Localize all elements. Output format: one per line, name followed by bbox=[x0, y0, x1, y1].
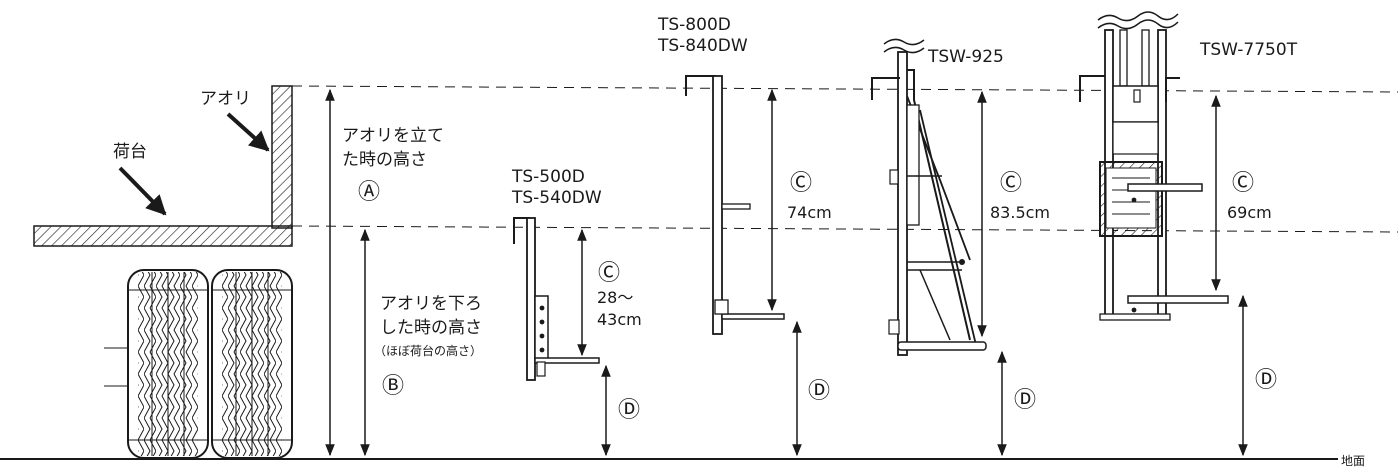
model-name-line2: TS-840DW bbox=[657, 36, 748, 56]
ground-label: 地面 bbox=[1341, 454, 1365, 468]
c-value-line1: 69cm bbox=[1227, 203, 1272, 222]
model-name-line1: TS-500D bbox=[511, 167, 585, 187]
marker-c: Ⓒ bbox=[790, 171, 812, 196]
marker-c: Ⓒ bbox=[1232, 171, 1254, 196]
marker-b: Ⓑ bbox=[382, 374, 404, 399]
product-tsw-7750t: TSW-7750T Ⓒ 69cm bbox=[1079, 11, 1298, 457]
tailgate bbox=[271, 85, 293, 229]
model-name-line2: TS-540DW bbox=[511, 188, 602, 208]
c-value-line1: 28～ bbox=[597, 288, 633, 307]
aori-up-label-line2: た時の高さ bbox=[342, 150, 427, 170]
product-ts-500d: TS-500D TS-540DW Ⓒ 28～ 43cm Ⓓ bbox=[511, 167, 642, 457]
aori-down-label-line1: アオリを下ろ bbox=[380, 294, 482, 314]
carrier-illustration bbox=[871, 38, 987, 356]
marker-d: Ⓓ bbox=[808, 379, 830, 404]
c-value-line1: 74cm bbox=[787, 203, 832, 222]
model-name-line1: TSW-925 bbox=[927, 47, 1004, 67]
c-value-line2: 43cm bbox=[597, 310, 642, 329]
marker-a: Ⓐ bbox=[358, 180, 380, 205]
nidai-label: 荷台 bbox=[113, 142, 147, 162]
nidai-pointer-arrow bbox=[118, 166, 167, 216]
c-value-line1: 83.5cm bbox=[990, 203, 1050, 222]
tire-right bbox=[211, 269, 293, 459]
carrier-illustration bbox=[685, 75, 785, 335]
truck-bed bbox=[33, 225, 293, 247]
carrier-illustration bbox=[1079, 11, 1229, 321]
aori-down-note: （ほぼ荷台の高さ） bbox=[374, 343, 482, 358]
marker-d: Ⓓ bbox=[1255, 368, 1277, 393]
model-name-line1: TSW-7750T bbox=[1199, 40, 1298, 60]
aori-pointer-arrow bbox=[226, 112, 270, 152]
marker-d: Ⓓ bbox=[618, 398, 640, 423]
aori-down-label-line2: した時の高さ bbox=[380, 318, 482, 338]
bed-height-reference-line bbox=[291, 225, 1398, 233]
aori-up-reference-line bbox=[291, 85, 1398, 93]
carrier-illustration bbox=[513, 217, 600, 381]
model-name-line1: TS-800D bbox=[657, 15, 731, 35]
marker-c: Ⓒ bbox=[598, 261, 620, 286]
product-ts-800d: TS-800D TS-840DW Ⓒ 74cm Ⓓ bbox=[657, 15, 832, 457]
aori-up-label-line1: アオリを立て bbox=[342, 126, 444, 146]
marker-d: Ⓓ bbox=[1014, 388, 1036, 413]
marker-c: Ⓒ bbox=[1000, 171, 1022, 196]
tire-left bbox=[127, 269, 209, 459]
aori-label: アオリ bbox=[200, 89, 251, 109]
product-tsw-925: TSW-925 Ⓒ 83.5cm Ⓓ bbox=[871, 38, 1050, 457]
